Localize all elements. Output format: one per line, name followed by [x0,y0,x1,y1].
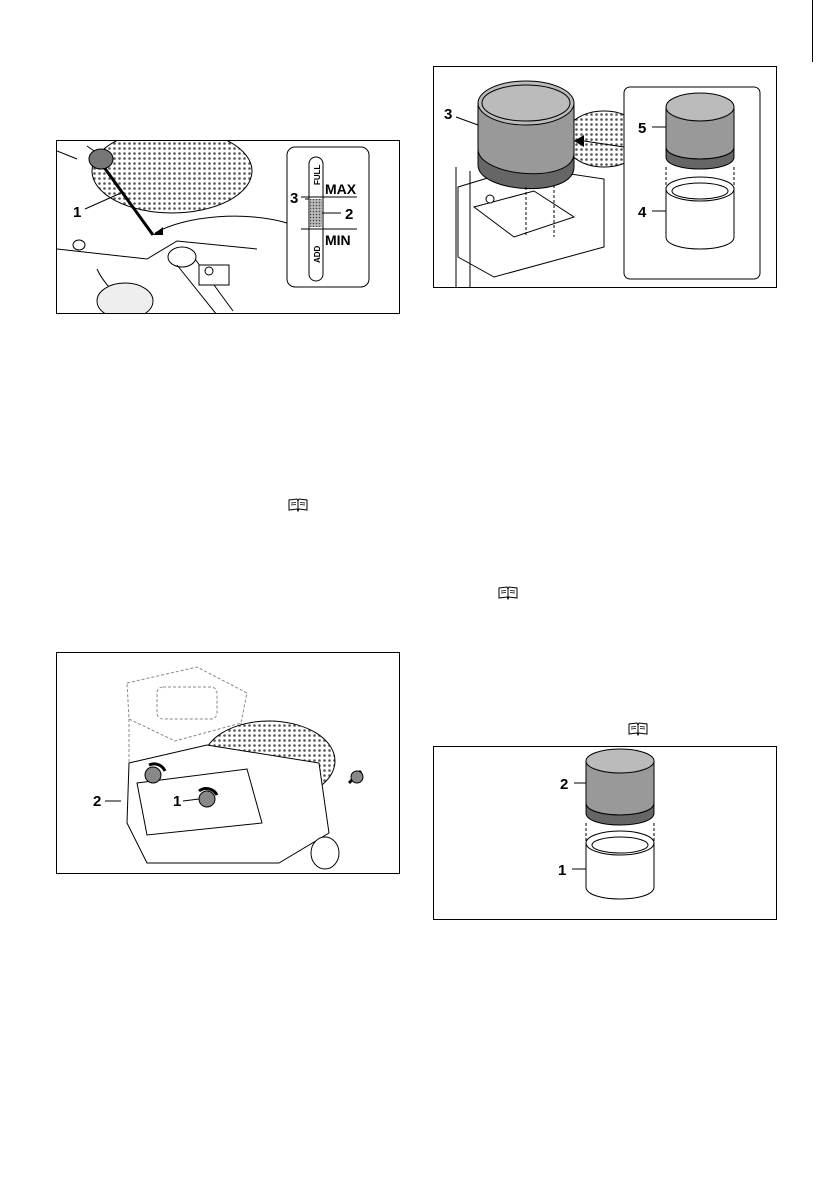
min-label: MIN [325,232,351,248]
dipstick-figure: 1 FULL ADD MAX MIN 3 2 [56,140,400,314]
crop-mark [812,0,813,62]
callout-knob-right: 1 [173,793,181,810]
filter-cover-figure: 2 1 [56,652,400,874]
dipstick-illustration: 1 FULL ADD MAX MIN 3 2 [57,141,400,314]
callout-foam: 4 [638,204,647,221]
filter-parts-illustration: 2 1 [434,747,777,920]
filter-assembly-illustration: 3 5 4 [434,67,777,288]
callout-pre-cleaner: 1 [558,862,566,879]
callout-cover-pad: 5 [638,120,646,137]
callout-max-mark: 3 [290,190,298,207]
max-label: MAX [325,181,357,197]
callout-knob-left: 2 [93,793,101,810]
filter-cover-illustration: 2 1 [57,653,400,874]
callout-dipstick: 1 [73,204,81,221]
filter-parts-figure: 2 1 [433,746,777,920]
book-icon [628,722,648,736]
filter-assembly-figure: 3 5 4 [433,66,777,288]
full-label: FULL [313,164,322,185]
book-icon [498,586,518,600]
add-label: ADD [313,245,322,263]
callout-oil-zone: 2 [345,206,353,223]
callout-filter: 3 [444,106,452,123]
callout-paper-element: 2 [560,776,568,793]
book-icon [288,498,308,512]
